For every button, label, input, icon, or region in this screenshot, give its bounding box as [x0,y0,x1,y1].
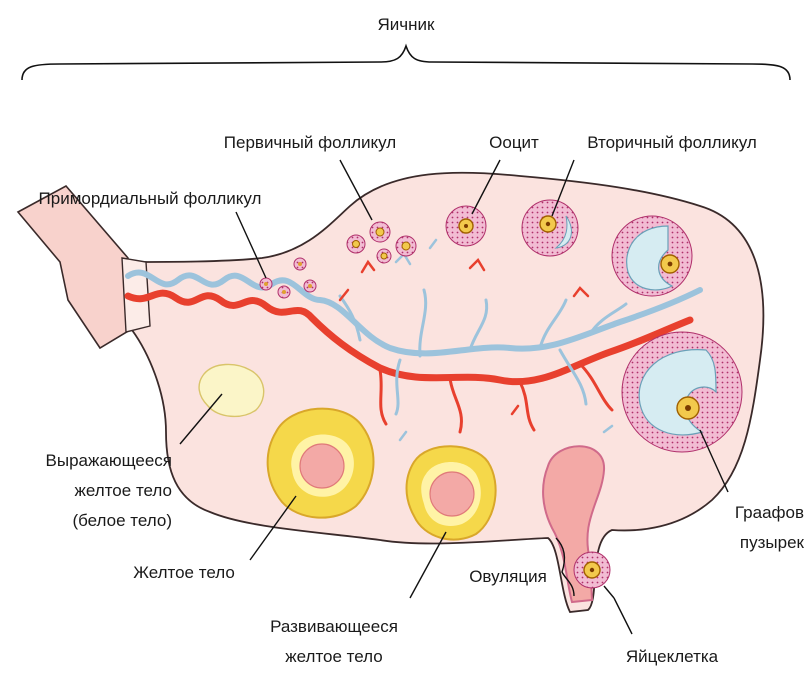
label-oocyte: Ооцит [489,133,539,152]
label-corpus-luteum: Желтое тело [133,563,235,582]
label-secondary-follicle: Вторичный фолликул [587,133,757,152]
ovarian-ligament [18,186,130,348]
tertiary-follicle [612,216,692,296]
ovary-brace [22,46,790,80]
label-developing-cl-2: желтое тело [285,647,382,666]
released-egg-cell [574,552,610,588]
oocyte-follicle [446,206,486,246]
corpus-luteum [268,409,374,518]
secondary-follicle [522,200,578,256]
label-graafian-2: пузырек [740,533,805,552]
label-degenerating-cl-2: желтое тело [75,481,172,500]
label-egg-cell: Яйцеклетка [626,647,719,666]
graafian-follicle [622,332,742,452]
label-graafian-1: Граафов [735,503,804,522]
label-developing-cl-1: Развивающееся [270,617,398,636]
label-ovulation: Овуляция [469,567,547,586]
developing-corpus-luteum [407,446,496,539]
label-primordial-follicle: Примордиальный фолликул [39,189,262,208]
label-ovary: Яичник [378,15,436,34]
label-degenerating-cl-1: Выражающееся [46,451,172,470]
label-degenerating-cl-3: (белое тело) [72,511,172,530]
label-primary-follicle: Первичный фолликул [224,133,396,152]
